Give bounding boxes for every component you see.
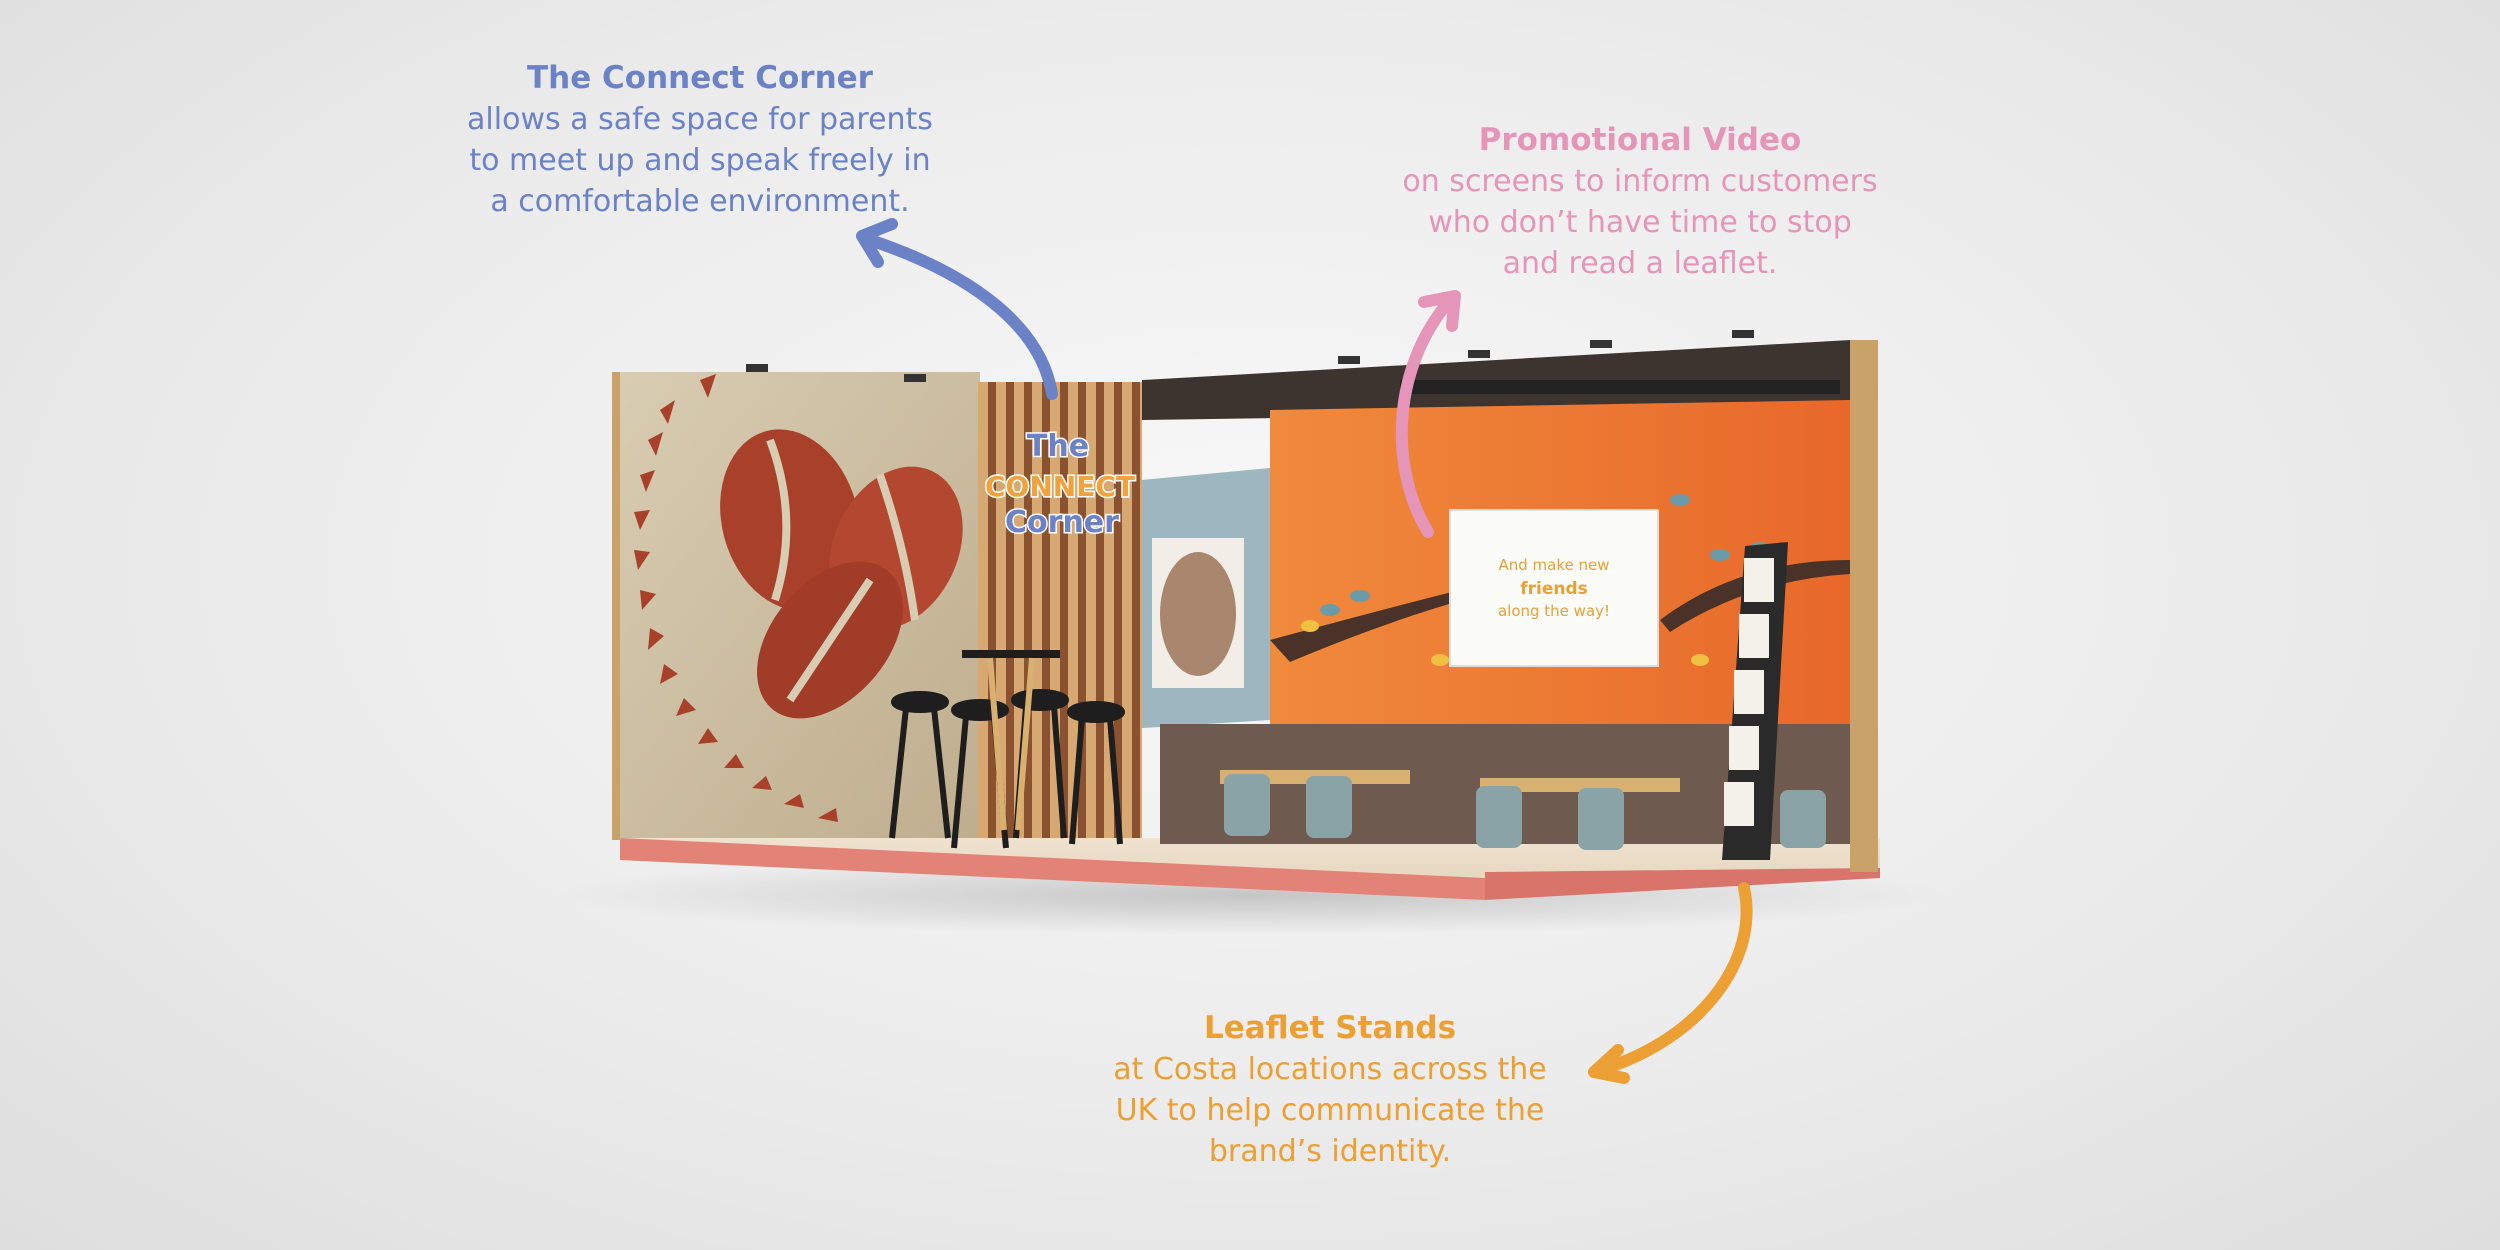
leaflet-arrow — [1594, 882, 1753, 1076]
promotional-video-callout: Promotional Video on screens to inform c… — [1340, 120, 1940, 284]
promotional-video-line-1: on screens to inform customers — [1402, 164, 1878, 199]
leaflet-stand — [1722, 542, 1788, 860]
promotional-video-line-3: and read a leaflet. — [1502, 246, 1778, 281]
promotional-video-title: Promotional Video — [1478, 122, 1802, 158]
leaflet-stands-line-3: brand’s identity. — [1208, 1134, 1452, 1169]
logo-line-2: CONNECT — [985, 470, 1135, 503]
bar-stools — [889, 650, 1125, 849]
screen-line-3: along the way! — [1498, 602, 1610, 620]
screen-line-2: friends — [1520, 579, 1588, 599]
slatted-divider — [978, 382, 1142, 838]
connect-corner-line-2: to meet up and speak freely in — [469, 143, 931, 178]
promotional-video-line-2: who don’t have time to stop — [1428, 205, 1852, 240]
connect-corner-title: The Connect Corner — [527, 60, 873, 96]
connect-corner-line-3: a comfortable environment. — [490, 184, 910, 219]
logo-line-3: Corner — [1005, 505, 1119, 540]
leaflet-stands-line-2: UK to help communicate the — [1115, 1093, 1545, 1128]
promo-screen: And make new friends along the way! — [1449, 509, 1659, 667]
promo-arrow — [1395, 294, 1456, 538]
connect-corner-line-1: allows a safe space for parents — [467, 102, 933, 137]
screen-line-1: And make new — [1498, 556, 1609, 574]
logo-line-1: The — [1027, 429, 1089, 464]
floor-edge — [620, 838, 1485, 900]
connect-corner-logo: The CONNECT Corner — [984, 428, 1137, 542]
coffee-bean-art — [720, 429, 963, 719]
connect-arrow — [864, 234, 1058, 400]
stone-wall — [612, 364, 980, 840]
connect-corner-callout: The Connect Corner allows a safe space f… — [400, 58, 1000, 222]
leaflet-stands-title: Leaflet Stands — [1203, 1010, 1457, 1046]
leaflet-stands-callout: Leaflet Stands at Costa locations across… — [1030, 1008, 1630, 1172]
leaflet-stands-line-1: at Costa locations across the — [1113, 1052, 1547, 1087]
